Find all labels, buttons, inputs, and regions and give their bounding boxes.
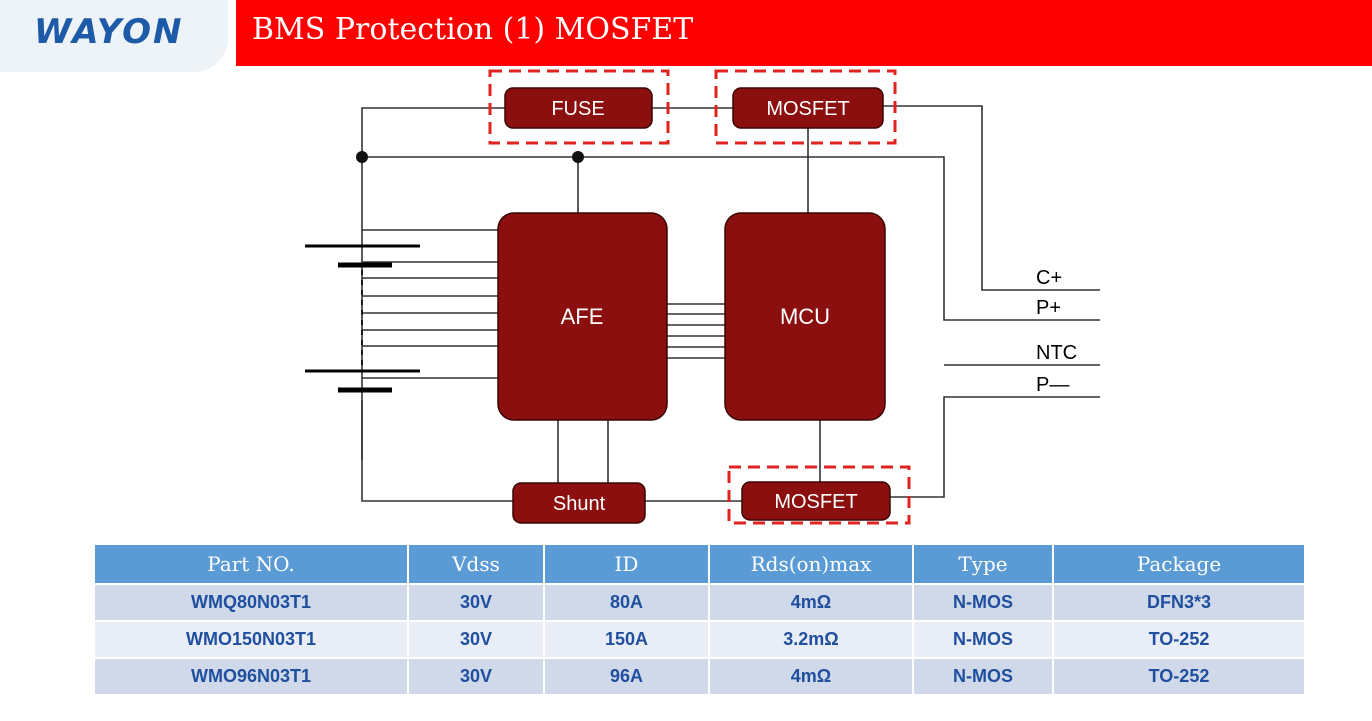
shunt-block: Shunt	[512, 482, 646, 524]
mosfet-top-label: MOSFET	[766, 98, 849, 120]
table-row: WMO150N03T1 30V 150A 3.2mΩ N-MOS TO-252	[95, 621, 1306, 659]
cell-vdss: 30V	[408, 584, 545, 622]
cell-vdss: 30V	[408, 658, 545, 696]
pin-label-p-minus: P—	[1036, 374, 1069, 396]
fuse-highlight	[488, 69, 670, 145]
mosfet-top-highlight	[714, 69, 897, 145]
junction-dot-afe	[572, 151, 584, 163]
table-header-row: Part NO. Vdss ID Rds(on)max Type Package	[95, 545, 1306, 585]
mosfet-top-block: MOSFET	[732, 87, 884, 129]
cell-type: N-MOS	[913, 621, 1054, 659]
fuse-label: FUSE	[551, 98, 604, 120]
wayon-logo: WAYON	[34, 12, 184, 52]
cell-type: N-MOS	[913, 658, 1054, 696]
bms-circuit-diagram: FUSE MOSFET AFE MCU Shunt MOSFET C+ P+ N…	[305, 69, 1100, 525]
cell-part-no: WMO150N03T1	[95, 621, 409, 659]
battery-symbol	[305, 244, 420, 393]
logo-area: WAYON	[0, 0, 228, 72]
table-row: WMO96N03T1 30V 96A 4mΩ N-MOS TO-252	[95, 658, 1306, 696]
cell-rds-on-max: 4mΩ	[709, 658, 914, 696]
mosfet-bottom-highlight	[727, 465, 911, 525]
pin-label-c-plus: C+	[1036, 267, 1062, 289]
shunt-label: Shunt	[553, 493, 606, 515]
col-header-vdss: Vdss	[408, 545, 545, 585]
title-bar: BMS Protection (1) MOSFET	[236, 0, 1372, 66]
cell-vdss: 30V	[408, 621, 545, 659]
mcu-block: MCU	[724, 212, 886, 421]
pin-label-p-plus: P+	[1036, 297, 1061, 319]
junction-dot-left	[356, 151, 368, 163]
mosfet-bottom-label: MOSFET	[774, 491, 857, 513]
mcu-label: MCU	[780, 304, 830, 329]
mosfet-parts-table: Part NO. Vdss ID Rds(on)max Type Package…	[95, 545, 1306, 696]
cell-package: TO-252	[1053, 658, 1306, 696]
col-header-type: Type	[913, 545, 1054, 585]
mosfet-bottom-block: MOSFET	[741, 481, 891, 521]
col-header-package: Package	[1053, 545, 1306, 585]
afe-block: AFE	[497, 212, 668, 421]
cell-id: 80A	[544, 584, 710, 622]
fuse-block: FUSE	[504, 87, 653, 129]
cell-type: N-MOS	[913, 584, 1054, 622]
cell-package: TO-252	[1053, 621, 1306, 659]
circuit-wires	[361, 105, 1100, 502]
page-title: BMS Protection (1) MOSFET	[252, 12, 694, 47]
highlight-boxes	[488, 69, 911, 525]
col-header-part-no: Part NO.	[95, 545, 409, 585]
cell-rds-on-max: 3.2mΩ	[709, 621, 914, 659]
cell-rds-on-max: 4mΩ	[709, 584, 914, 622]
cell-part-no: WMQ80N03T1	[95, 584, 409, 622]
cell-id: 150A	[544, 621, 710, 659]
pin-label-ntc: NTC	[1036, 342, 1077, 364]
table-row: WMQ80N03T1 30V 80A 4mΩ N-MOS DFN3*3	[95, 584, 1306, 622]
cell-part-no: WMO96N03T1	[95, 658, 409, 696]
cell-id: 96A	[544, 658, 710, 696]
cell-package: DFN3*3	[1053, 584, 1306, 622]
col-header-rds-on-max: Rds(on)max	[709, 545, 914, 585]
afe-label: AFE	[561, 304, 604, 329]
col-header-id: ID	[544, 545, 710, 585]
